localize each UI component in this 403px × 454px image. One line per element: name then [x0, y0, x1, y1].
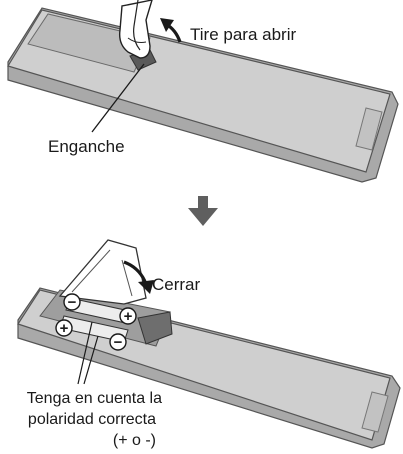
step1-illustration: Tire para abrir Enganche [7, 0, 399, 183]
close-instruction-label: Cerrar [152, 275, 201, 294]
step2-illustration: Cerrar − + + − Tenga en cuenta la polari… [17, 239, 401, 449]
polarity-plus-top-right: + [119, 307, 137, 325]
latch-label: Enganche [48, 137, 125, 156]
remote-control-top [7, 7, 399, 183]
polarity-note-line-1: Tenga en cuenta la [27, 390, 162, 407]
hand-icon [118, 0, 153, 59]
step-arrow-down-icon [188, 196, 218, 226]
svg-text:+: + [60, 320, 69, 337]
open-instruction-label: Tire para abrir [190, 25, 296, 44]
svg-text:−: − [68, 294, 77, 311]
polarity-plus-bottom-left: + [55, 319, 73, 337]
svg-text:−: − [114, 334, 123, 351]
svg-text:+: + [124, 308, 133, 325]
latch-leader-line [91, 63, 145, 133]
polarity-note-line-2: polaridad correcta [28, 411, 156, 428]
polarity-leader-line-2 [83, 335, 99, 385]
polarity-minus-top-left: − [63, 293, 81, 311]
close-arrow-icon [123, 260, 154, 294]
polarity-leader-line-1 [77, 321, 93, 385]
pull-arrow-icon [160, 18, 182, 43]
polarity-minus-bottom-right: − [109, 333, 127, 351]
polarity-note: Tenga en cuenta la polaridad correcta (+… [27, 390, 162, 449]
polarity-note-line-3: (+ o -) [113, 432, 156, 449]
